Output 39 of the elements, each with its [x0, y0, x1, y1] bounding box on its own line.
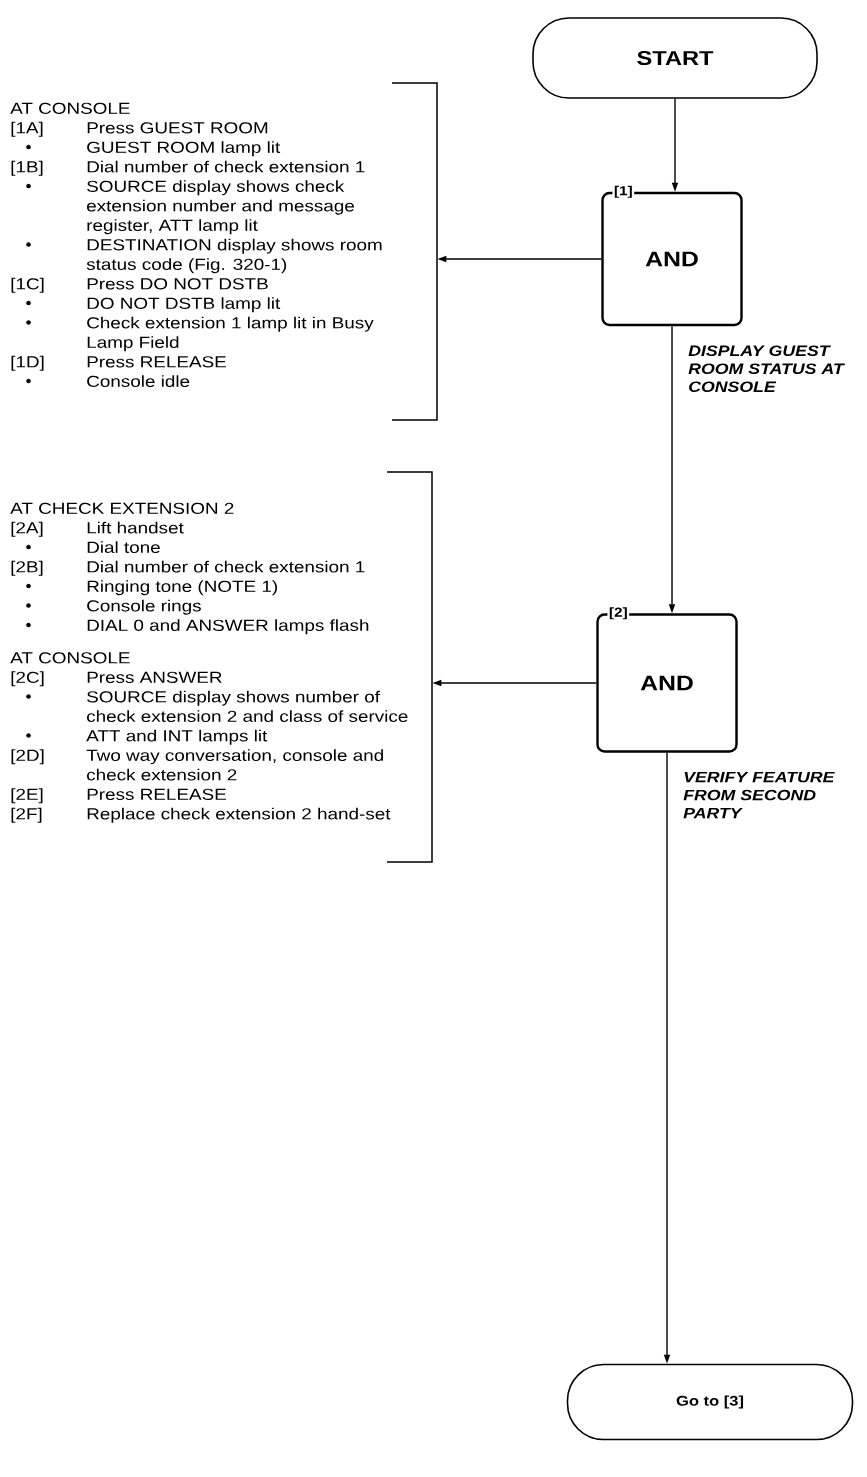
step-text: Press RELEASE — [87, 356, 226, 368]
result-text: Console idle — [87, 375, 190, 387]
result-text: DIAL 0 and ANSWER lamps flash — [87, 619, 369, 635]
result-text: Console rings — [87, 599, 201, 615]
section-heading: AT CONSOLE — [10, 102, 130, 114]
step-number: [1A] — [11, 121, 43, 137]
step-number: [1C] — [11, 277, 44, 293]
step-text: Replace check extension 2 hand-set — [87, 807, 391, 823]
section-heading: AT CHECK EXTENSION 2 — [10, 502, 234, 514]
step-number: [1B] — [11, 160, 43, 176]
step-number: [2E] — [11, 788, 43, 804]
step-number: [1D] — [11, 355, 44, 371]
edge-label: VERIFY FEATURE FROM SECOND PARTY — [683, 771, 835, 819]
step-number: [2C] — [11, 671, 44, 687]
result-text: SOURCE display shows check extension number and message register, ATT lamp lit — [87, 180, 354, 235]
result-text: ATT and INT lamps lit — [86, 729, 268, 745]
result-text: GUEST ROOM lamp lit — [87, 141, 281, 157]
step-text: Press GUEST ROOM — [87, 122, 268, 134]
step-text: Press RELEASE — [87, 788, 226, 800]
step-number: [2A] — [11, 521, 43, 537]
section-heading: AT CONSOLE — [10, 652, 130, 664]
step-text: Two way conversation, console and check extension 2 — [86, 749, 383, 781]
step-number: [2B] — [11, 560, 43, 576]
step-tag: [2] — [607, 605, 630, 621]
step-number: [2D] — [11, 749, 44, 765]
step-tag: [1] — [612, 184, 635, 200]
step-text: Press DO NOT DSTB — [87, 278, 268, 290]
step-number: [2F] — [11, 807, 42, 823]
step-text: Press ANSWER — [87, 671, 222, 683]
result-text: Dial tone — [87, 541, 160, 553]
result-text: DESTINATION display shows room status code (Fig. 320-1) — [86, 238, 382, 274]
result-text: Check extension 1 lamp lit in Busy Lamp Field — [87, 316, 374, 352]
result-text: SOURCE display shows number of check extension 2 and class of service — [87, 690, 408, 722]
step-text: Lift handset — [87, 521, 184, 534]
step-text: Dial number of check extension 1 — [87, 560, 365, 573]
edge-label: DISPLAY GUEST ROOM STATUS AT CONSOLE — [688, 345, 845, 392]
result-text: DO NOT DSTB lamp lit — [87, 297, 281, 313]
step-text: Dial number of check extension 1 — [87, 160, 365, 173]
result-text: Ringing tone (NOTE 1) — [87, 580, 277, 596]
